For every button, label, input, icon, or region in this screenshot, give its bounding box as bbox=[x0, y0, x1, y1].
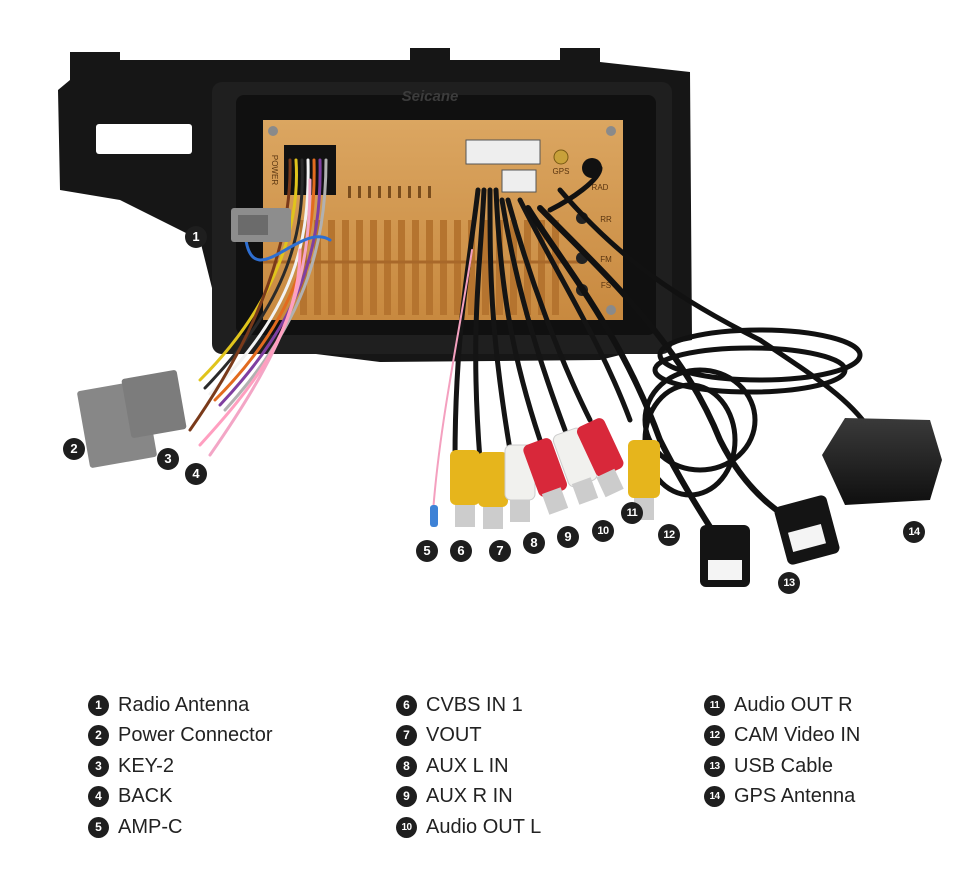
callout-10: 10 bbox=[592, 520, 614, 542]
legend-badge: 8 bbox=[396, 755, 417, 777]
panel-label-rad: RAD bbox=[592, 183, 609, 192]
power-harness-wires bbox=[188, 158, 332, 457]
gps-antenna-puck bbox=[822, 418, 942, 505]
legend-item: 1 Radio Antenna bbox=[88, 690, 273, 721]
legend-label: USB Cable bbox=[734, 754, 833, 777]
gray-connector-small bbox=[231, 208, 291, 242]
callout-1: 1 bbox=[185, 226, 207, 248]
product-photo: Seicane bbox=[58, 48, 942, 587]
legend-item: 2 Power Connector bbox=[88, 721, 273, 752]
legend-label: CVBS IN 1 bbox=[426, 693, 523, 716]
legend-badge: 14 bbox=[704, 786, 725, 808]
legend-badge: 4 bbox=[88, 786, 109, 808]
rca-plugs bbox=[450, 418, 660, 529]
callout-2: 2 bbox=[63, 438, 85, 460]
vent-slots bbox=[348, 186, 431, 198]
legend-item: 6 CVBS IN 1 bbox=[396, 690, 541, 721]
panel-label-power: POWER bbox=[270, 155, 279, 185]
legend-badge: 13 bbox=[704, 755, 725, 777]
callout-13: 13 bbox=[778, 572, 800, 594]
callout-6: 6 bbox=[450, 540, 472, 562]
legend-badge: 6 bbox=[396, 694, 417, 716]
legend-item: 8 AUX L IN bbox=[396, 751, 541, 782]
legend-item: 9 AUX R IN bbox=[396, 782, 541, 813]
legend-item: 10 Audio OUT L bbox=[396, 812, 541, 843]
panel-label-gps: GPS bbox=[553, 167, 570, 176]
legend-badge: 10 bbox=[396, 816, 417, 838]
legend-badge: 2 bbox=[88, 725, 109, 747]
panel-label-fs: FS bbox=[601, 281, 611, 290]
legend-label: Audio OUT R bbox=[734, 693, 853, 716]
power-connector-plug bbox=[77, 370, 187, 468]
legend-item: 13 USB Cable bbox=[704, 751, 860, 782]
legend-item: 14 GPS Antenna bbox=[704, 782, 860, 813]
legend-column-2: 6 CVBS IN 1 7 VOUT 8 AUX L IN 9 AUX R IN 10 A… bbox=[396, 690, 541, 843]
legend-label: BACK bbox=[118, 785, 173, 808]
usb-plugs bbox=[700, 495, 840, 587]
legend-label: AMP-C bbox=[118, 815, 183, 838]
legend-label: VOUT bbox=[426, 724, 482, 747]
legend-item: 12 CAM Video IN bbox=[704, 721, 860, 752]
legend-item: 11 Audio OUT R bbox=[704, 690, 860, 721]
callout-14: 14 bbox=[903, 521, 925, 543]
legend-badge: 1 bbox=[88, 694, 109, 716]
callout-3: 3 bbox=[157, 448, 179, 470]
legend-label: Radio Antenna bbox=[118, 693, 250, 716]
coiled-cables bbox=[642, 327, 863, 498]
legend-label: Power Connector bbox=[118, 724, 273, 747]
legend-label: KEY-2 bbox=[118, 754, 174, 777]
legend-column-1: 1 Radio Antenna 2 Power Connector 3 KEY-2 4… bbox=[88, 690, 273, 843]
legend-label: AUX R IN bbox=[426, 785, 513, 808]
callout-5: 5 bbox=[416, 540, 438, 562]
legend-label: AUX L IN bbox=[426, 754, 509, 777]
callout-11: 11 bbox=[621, 502, 643, 524]
legend-badge: 12 bbox=[704, 725, 725, 747]
legend-badge: 7 bbox=[396, 725, 417, 747]
legend-item: 7 VOUT bbox=[396, 721, 541, 752]
callout-12: 12 bbox=[658, 524, 680, 546]
legend-badge: 3 bbox=[88, 755, 109, 777]
callout-8: 8 bbox=[523, 532, 545, 554]
legend-label: GPS Antenna bbox=[734, 785, 856, 808]
brand-logo: Seicane bbox=[402, 88, 459, 105]
legend-item: 5 AMP-C bbox=[88, 812, 273, 843]
legend-column-3: 11 Audio OUT R 12 CAM Video IN 13 USB Cable… bbox=[704, 690, 860, 812]
callout-9: 9 bbox=[557, 526, 579, 548]
amp-c-tip bbox=[430, 505, 438, 527]
callout-7: 7 bbox=[489, 540, 511, 562]
legend-badge: 5 bbox=[88, 816, 109, 838]
callout-4: 4 bbox=[185, 463, 207, 485]
legend-item: 4 BACK bbox=[88, 782, 273, 813]
panel-label-rr: RR bbox=[600, 215, 612, 224]
legend-label: Audio OUT L bbox=[426, 815, 542, 838]
legend-badge: 11 bbox=[704, 694, 725, 716]
legend-label: CAM Video IN bbox=[734, 724, 861, 747]
legend-item: 3 KEY-2 bbox=[88, 751, 273, 782]
legend-badge: 9 bbox=[396, 786, 417, 808]
panel-label-fm: FM bbox=[600, 255, 612, 264]
